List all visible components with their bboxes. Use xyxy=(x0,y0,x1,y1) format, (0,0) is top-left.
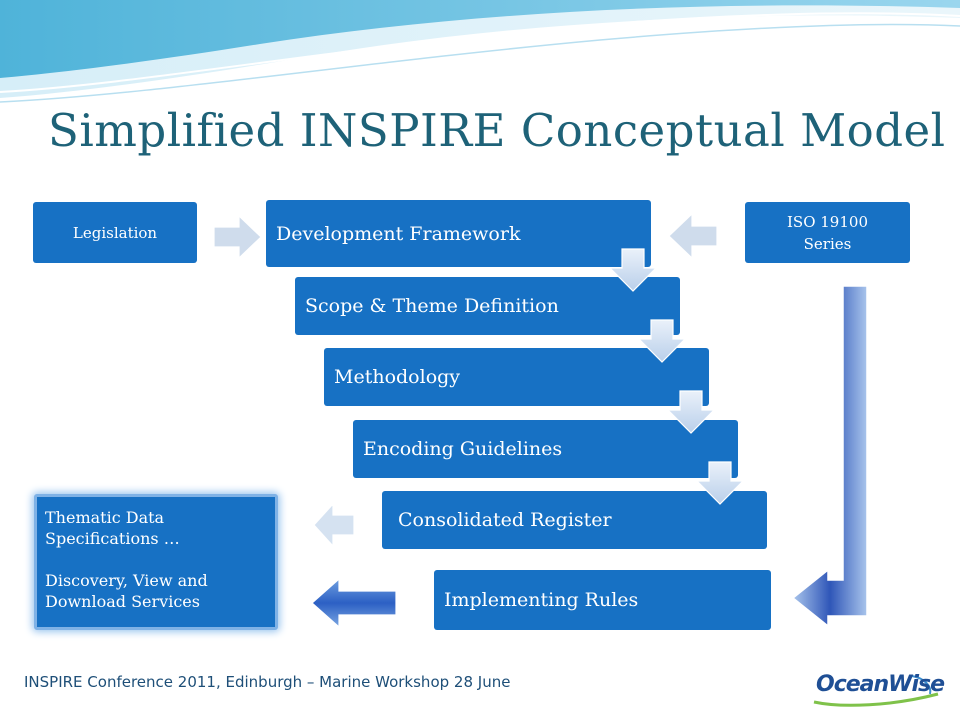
legislation-label: Legislation xyxy=(72,223,158,242)
down-arrow-2 xyxy=(638,319,686,363)
slide-title: Simplified INSPIRE Conceptual Model xyxy=(48,104,946,157)
step-implementing-rules: Implementing Rules xyxy=(434,570,771,630)
header-swoosh xyxy=(0,0,960,103)
iso-19100-box: ISO 19100 Series xyxy=(745,202,910,263)
logo-text: OceanWise xyxy=(816,672,945,697)
logo-swirl-icon xyxy=(813,675,939,707)
step-development-framework: Development Framework xyxy=(266,200,651,267)
outputs-box: Thematic Data Specifications … Discovery… xyxy=(34,494,278,630)
step-consolidated-register: Consolidated Register xyxy=(382,491,767,549)
step-label: Scope & Theme Definition xyxy=(305,295,559,317)
step-label: Methodology xyxy=(334,366,461,388)
step-encoding-guidelines: Encoding Guidelines xyxy=(353,420,738,478)
left-arrow-implementing-rules xyxy=(311,578,397,628)
left-arrow-iso xyxy=(668,213,718,259)
step-methodology: Methodology xyxy=(324,348,709,406)
down-arrow-4 xyxy=(696,461,744,505)
bent-arrow-iso-to-rules xyxy=(791,285,868,628)
right-arrow-legislation xyxy=(213,215,262,259)
legislation-box: Legislation xyxy=(33,202,197,263)
slide-footer: INSPIRE Conference 2011, Edinburgh – Mar… xyxy=(24,673,511,691)
iso-label-line1: ISO 19100 xyxy=(787,212,868,231)
step-scope-theme-definition: Scope & Theme Definition xyxy=(295,277,680,335)
outputs-line-4: Download Services xyxy=(45,592,200,611)
oceanwise-logo: OceanWise xyxy=(812,668,945,708)
outputs-line-1: Thematic Data xyxy=(45,508,165,527)
step-label: Encoding Guidelines xyxy=(363,438,563,460)
step-label: Implementing Rules xyxy=(444,589,639,611)
iso-label-line2: Series xyxy=(803,234,852,253)
outputs-line-2: Specifications … xyxy=(45,529,180,548)
step-label: Development Framework xyxy=(276,222,521,245)
down-arrow-1 xyxy=(609,248,657,292)
outputs-line-3: Discovery, View and xyxy=(45,571,208,590)
step-label: Consolidated Register xyxy=(398,509,612,531)
down-arrow-3 xyxy=(667,390,715,434)
left-arrow-register xyxy=(313,503,355,547)
